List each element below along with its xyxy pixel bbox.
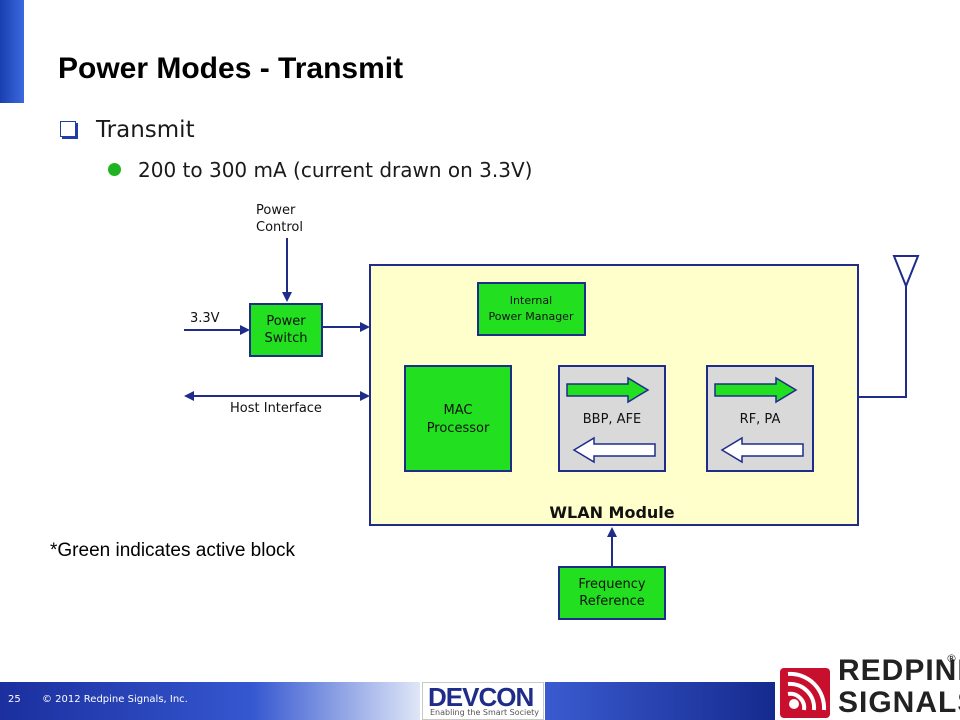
mac-processor-label-line2: Processor [427,421,490,436]
power-switch-label-line2: Switch [265,331,308,346]
rf-pa-label: RF, PA [740,412,781,427]
devcon-tagline: Enabling the Smart Society [430,708,540,717]
footer-band-right [545,682,775,720]
rf-pa-tx-arrow-icon [714,376,798,404]
registered-mark: ® [946,652,957,665]
copyright-text: © 2012 Redpine Signals, Inc. [42,694,188,705]
antenna-feed-line [858,283,907,398]
frequency-reference-block [558,566,666,620]
internal-power-manager-block [477,282,586,336]
wlan-module-label: WLAN Module [549,503,674,522]
active-block-note: *Green indicates active block [50,540,296,561]
slide-title: Power Modes - Transmit [58,52,404,85]
mac-processor-label-line1: MAC [444,403,473,418]
frequency-reference-label-line1: Frequency [578,577,645,592]
supply-label: 3.3V [190,311,220,326]
power-control-label-line1: Power [256,203,296,218]
rf-pa-rx-arrow-icon [720,436,804,464]
bbp-afe-tx-arrow-icon [566,376,650,404]
bullet-level2: 200 to 300 mA (current drawn on 3.3V) [138,158,533,182]
footer-band [0,682,420,720]
power-control-label-line2: Control [256,220,303,235]
internal-power-manager-label-line1: Internal [510,294,552,307]
bbp-afe-rx-arrow-icon [572,436,656,464]
bullet-level1: Transmit [96,117,195,143]
page-number: 25 [8,694,21,705]
bbp-afe-label: BBP, AFE [583,412,642,427]
redpine-name-line2: SIGNALS [838,686,960,719]
accent-bar [0,0,24,103]
dot-bullet-icon [108,163,121,176]
power-switch-block [249,303,323,357]
host-interface-label: Host Interface [230,401,322,416]
mac-processor-block [404,365,512,472]
checkbox-bullet-icon [60,121,76,137]
internal-power-manager-label-line2: Power Manager [489,310,574,323]
power-switch-label-line1: Power [266,314,306,329]
frequency-reference-label-line2: Reference [579,594,644,609]
devcon-logo: DEVCON [428,682,534,712]
redpine-name-line1: REDPINE [838,654,960,687]
redpine-logo-icon [780,668,830,718]
antenna-icon [892,255,920,289]
